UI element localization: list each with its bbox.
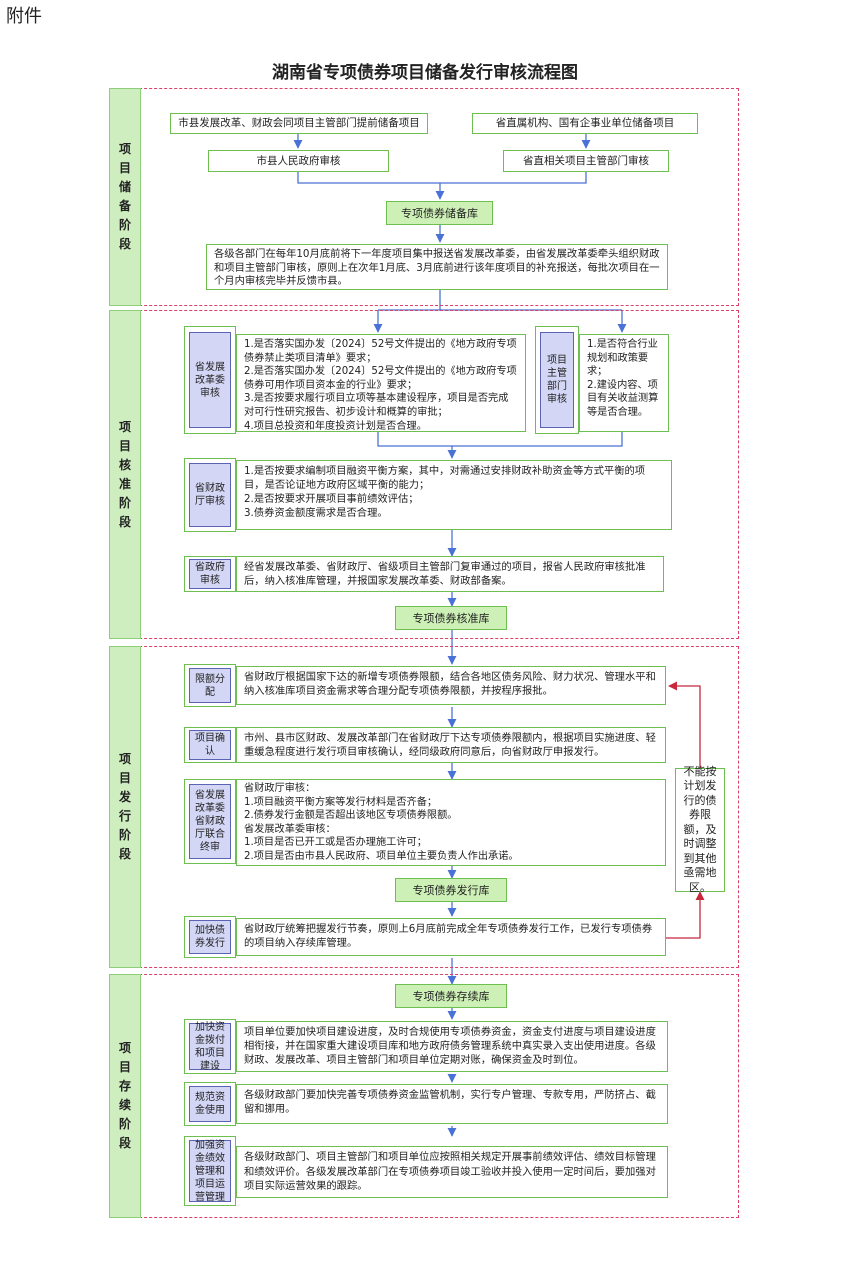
approve-library-box: 专项债券核准库: [395, 606, 507, 630]
continue-library-box: 专项债券存续库: [395, 984, 507, 1008]
stage-issue-label: 项目发行阶段: [109, 646, 141, 968]
stage-continue-label: 项目存续阶段: [109, 974, 141, 1218]
ndrc-review-label: 省发展改革委审核: [189, 332, 231, 428]
joint-review-text: 省财政厅审核： 1.项目融资平衡方案等发行材料是否齐备； 2.债券发行金额是否超…: [236, 779, 666, 866]
fund-disburse-label: 加快资金拨付和项目建设: [189, 1022, 231, 1072]
confirm-label: 项目确认: [189, 730, 231, 760]
joint-review-label: 省发展改革委省财政厅联合终审: [189, 784, 231, 859]
performance-text: 各级财政部门、项目主管部门和项目单位应按照相关规定开展事前绩效评估、绩效目标管理…: [236, 1146, 668, 1198]
gov-review-label: 省政府审核: [189, 559, 231, 589]
attachment-label: 附件: [6, 6, 42, 27]
finance-review-criteria: 1.是否按要求编制项目融资平衡方案，其中，对需通过安排财政补助资金等方式平衡的项…: [236, 460, 672, 530]
ndrc-review-criteria: 1.是否落实国办发〔2024〕52号文件提出的《地方政府专项债券禁止类项目清单》…: [236, 334, 526, 432]
feedback-note-box: 不能按计划发行的债券限额，及时调整到其他亟需地区。: [675, 765, 725, 894]
provincial-review-box: 省直相关项目主管部门审核: [503, 150, 669, 172]
dept-review-label: 项目主管部门审核: [540, 332, 574, 428]
fund-use-text: 各级财政部门要加快完善专项债券资金监管机制，实行专户管理、专款专用，严防挤占、截…: [236, 1084, 668, 1124]
fund-use-label: 规范资金使用: [189, 1086, 231, 1122]
gov-review-text: 经省发展改革委、省财政厅、省级项目主管部门复审通过的项目，报省人民政府审核批准后…: [236, 556, 664, 592]
dept-review-criteria: 1.是否符合行业规划和政策要求； 2.建设内容、项目有关收益测算等是否合理。: [579, 334, 669, 432]
fund-disburse-text: 项目单位要加快项目建设进度，及时合规使用专项债券资金，资金支付进度与项目建设进度…: [236, 1021, 668, 1072]
performance-label: 加强资金绩效管理和项目运营管理: [189, 1140, 231, 1203]
reserve-note-box: 各级各部门在每年10月底前将下一年度项目集中报送省发展改革委，由省发展改革委牵头…: [206, 244, 668, 290]
speed-issue-label: 加快债券发行: [189, 920, 231, 954]
finance-review-label: 省财政厅审核: [189, 463, 231, 527]
allocation-text: 省财政厅根据国家下达的新增专项债券限额，结合各地区债务风险、财力状况、管理水平和…: [236, 666, 666, 705]
page-title: 湖南省专项债券项目储备发行审核流程图: [272, 63, 578, 83]
issue-library-box: 专项债券发行库: [395, 878, 507, 902]
allocation-label: 限额分配: [189, 668, 231, 703]
county-review-box: 市县人民政府审核: [208, 150, 389, 172]
stage-reserve-label: 项目储备阶段: [109, 88, 141, 306]
reserve-library-box: 专项债券储备库: [386, 201, 493, 225]
speed-issue-text: 省财政厅统筹把握发行节奏，原则上6月底前完成全年专项债券发行工作，已发行专项债券…: [236, 918, 666, 956]
confirm-text: 市州、县市区财政、发展改革部门在省财政厅下达专项债券限额内，根据项目实施进度、轻…: [236, 727, 666, 763]
provincial-proposal-box: 省直属机构、国有企事业单位储备项目: [472, 113, 698, 134]
county-proposal-box: 市县发展改革、财政会同项目主管部门提前储备项目: [170, 113, 428, 134]
stage-approve-label: 项目核准阶段: [109, 310, 141, 639]
